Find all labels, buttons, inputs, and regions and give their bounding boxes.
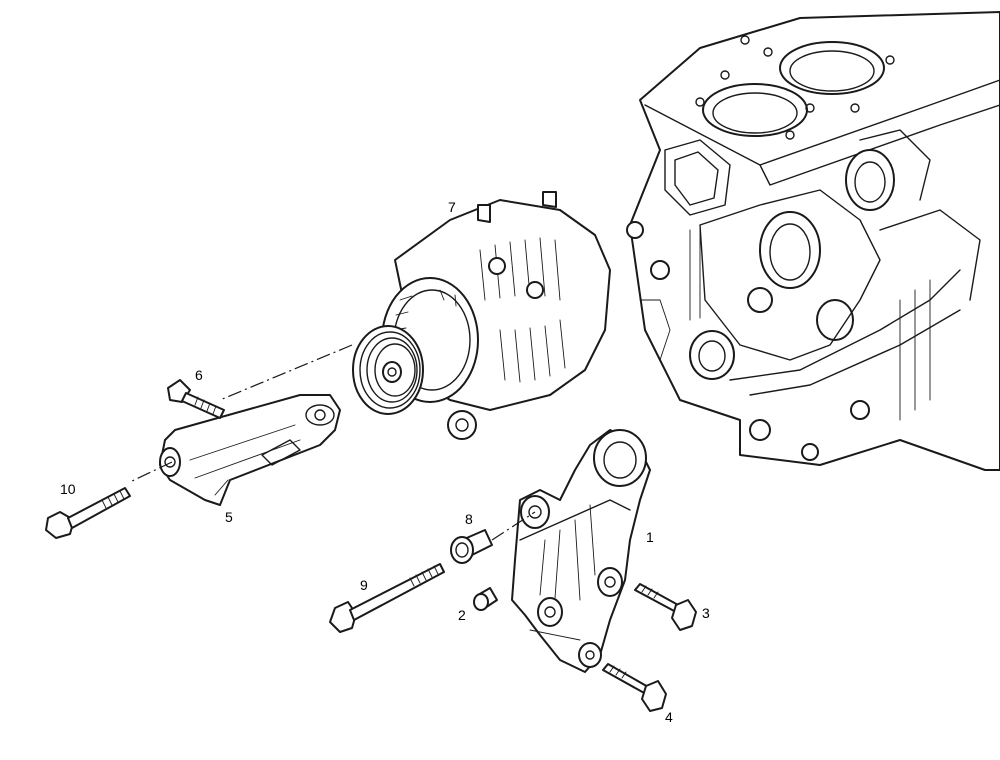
- bolt-10: [45, 487, 131, 539]
- callout-10: 10: [60, 481, 76, 497]
- callout-4: 4: [665, 709, 673, 725]
- callout-2: 2: [458, 607, 466, 623]
- bolt-9: [329, 563, 445, 633]
- bolt-3: [634, 583, 697, 631]
- callout-9: 9: [360, 577, 368, 593]
- bushing-2: [473, 587, 498, 611]
- mounting-bracket: [511, 429, 651, 673]
- callout-3: 3: [702, 605, 710, 621]
- alternator: [352, 191, 611, 440]
- callout-7: 7: [448, 199, 456, 215]
- sleeve-8: [450, 529, 493, 564]
- callouts: 1 2 3 4 5 6 7 8 9 10: [60, 199, 710, 725]
- callout-1: 1: [646, 529, 654, 545]
- callout-5: 5: [225, 509, 233, 525]
- bolt-4: [602, 663, 667, 712]
- assembly-center-lines: [129, 344, 536, 541]
- callout-6: 6: [195, 367, 203, 383]
- bolt-6: [167, 379, 225, 419]
- callout-8: 8: [465, 511, 473, 527]
- tension-bracket: [159, 394, 341, 506]
- engine-block: [626, 11, 1000, 471]
